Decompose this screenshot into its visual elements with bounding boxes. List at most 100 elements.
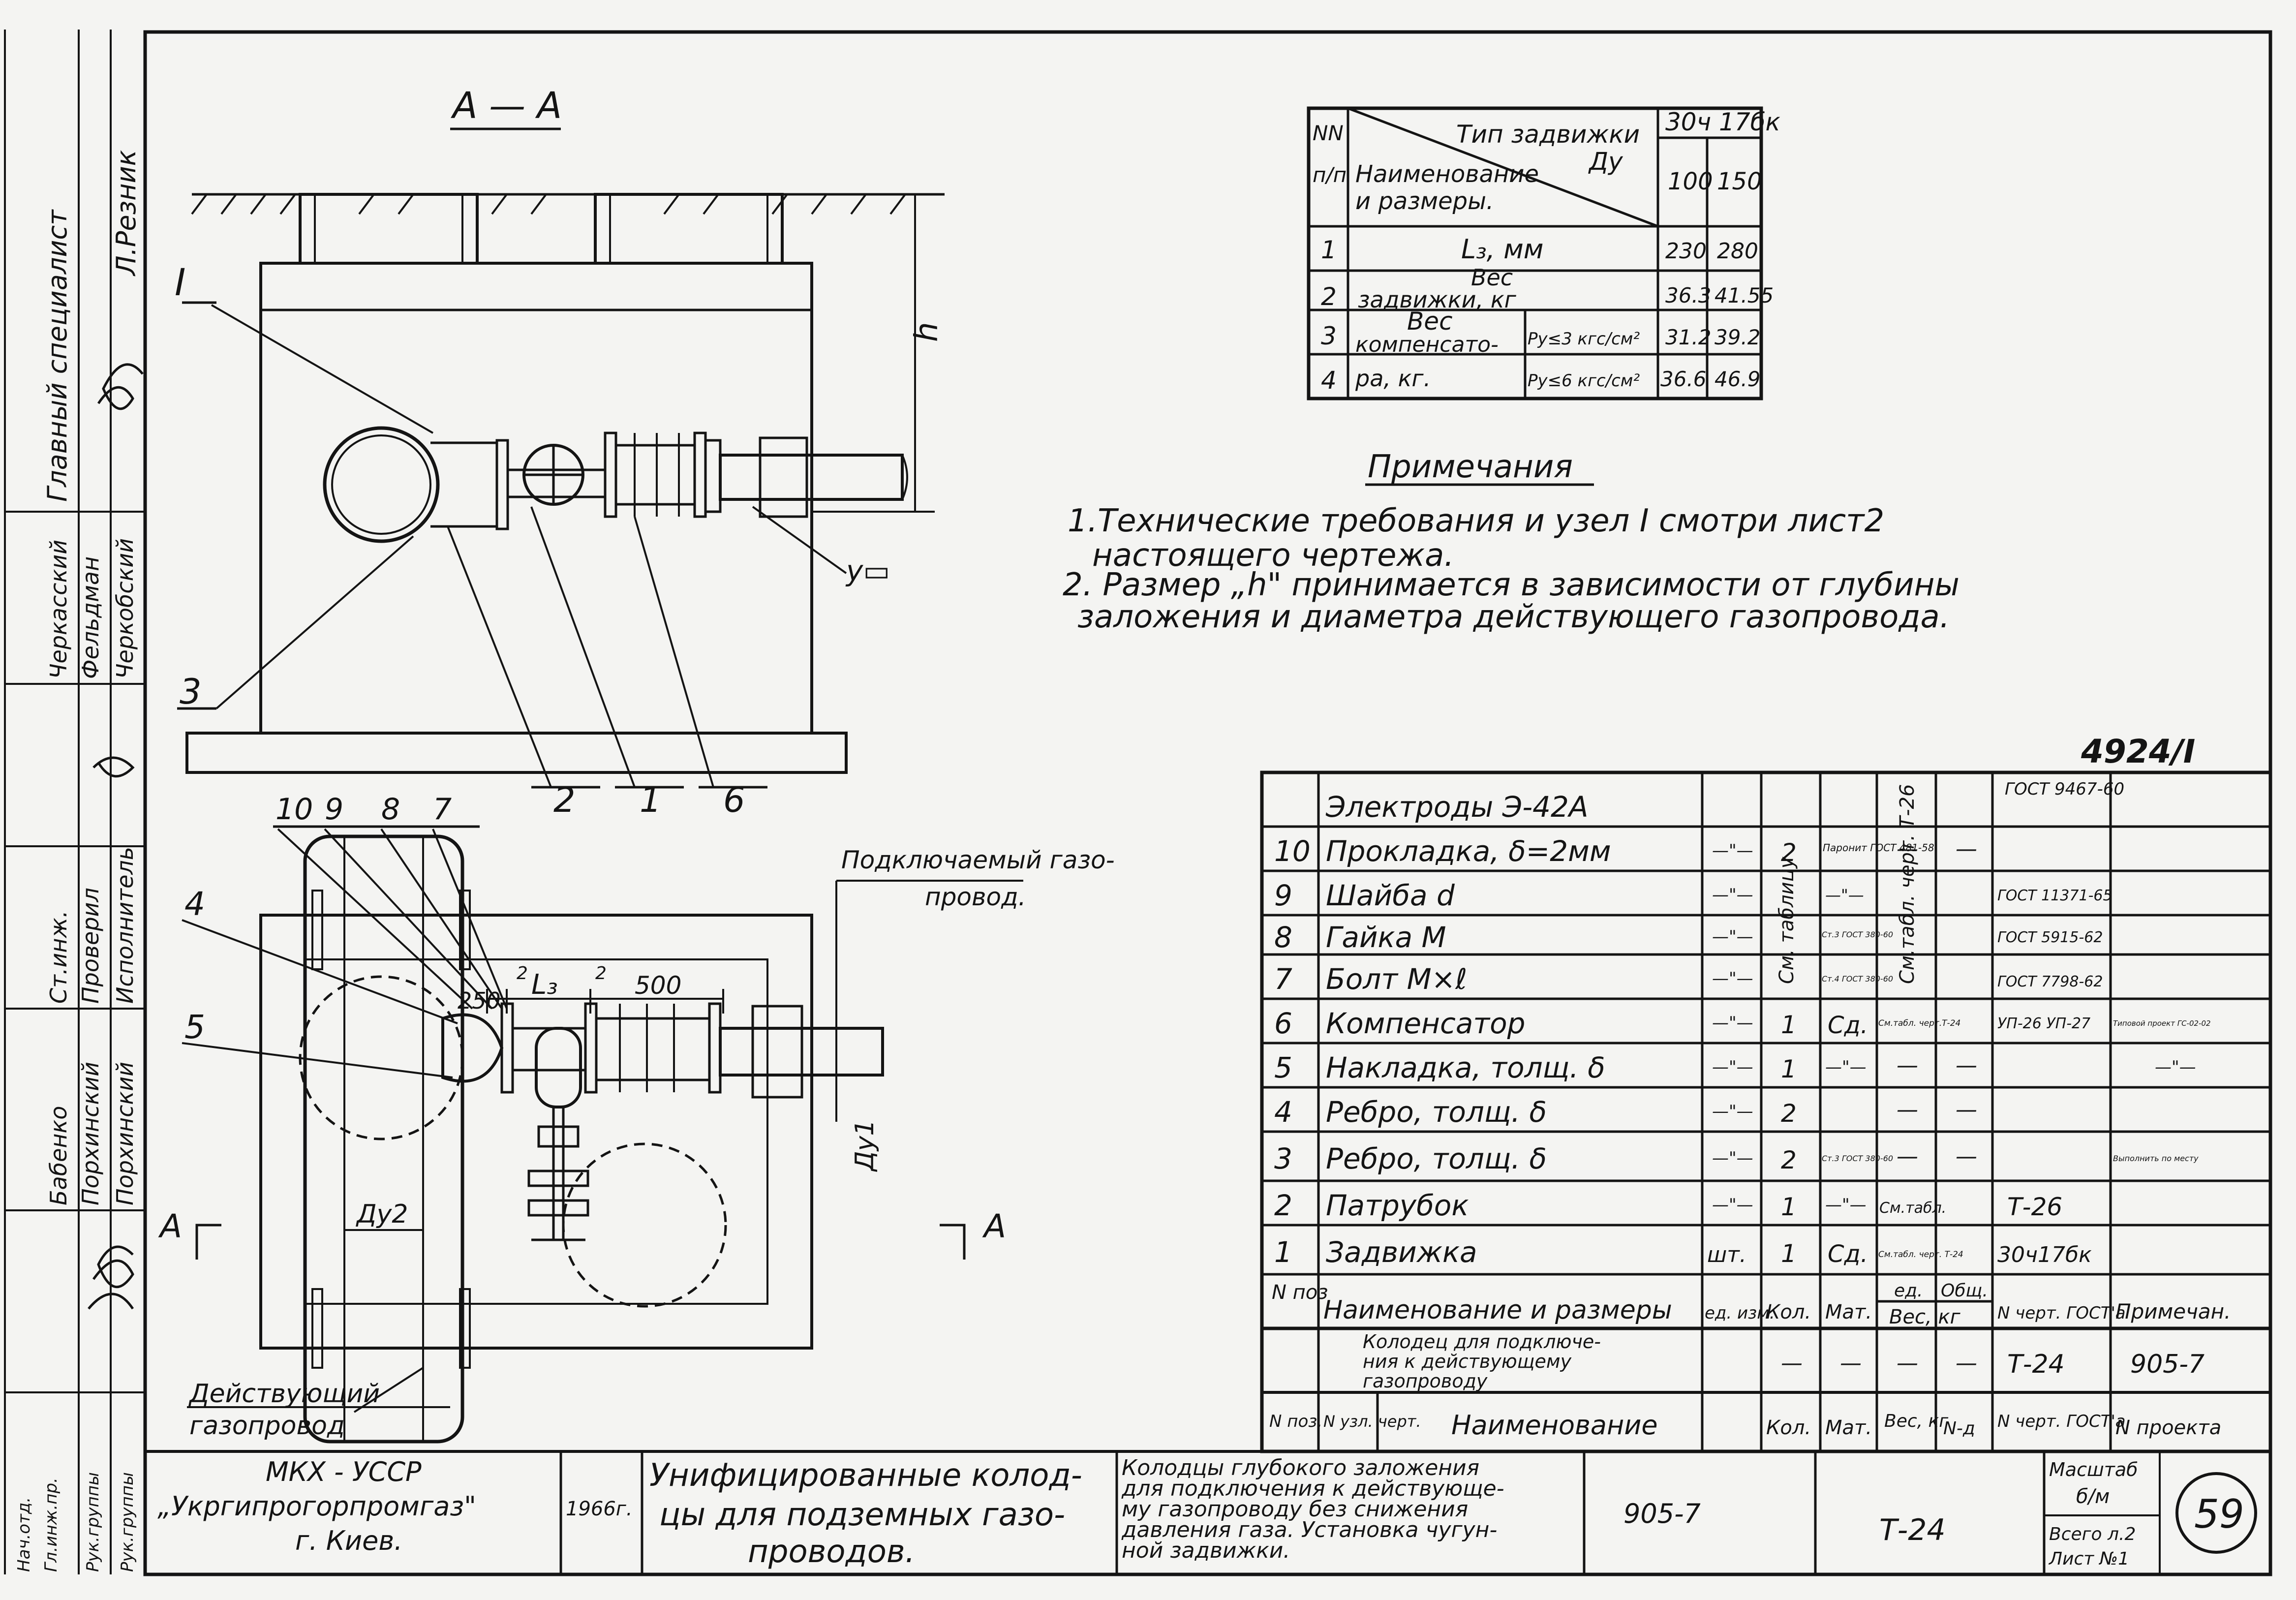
title-line-2: цы для подземных газо- [659,1497,1065,1533]
bom-merged-see-table: См. таблицу [1776,856,1798,984]
bom-row-7-pos: 4 [1274,1095,1292,1129]
spec-row4-v100: 36.6 [1660,367,1707,391]
sidebar-role-chief: Главный специалист [42,209,73,502]
spec-row2-name-2: задвижки, кг [1358,286,1517,313]
title-org-1: МКХ - УССР [266,1456,422,1487]
spec-row2-v100: 36.3 [1665,283,1712,308]
bom-row-5-doc: УП-26 УП-27 [1997,1015,2090,1032]
spec-row3-name-1: Вес [1407,307,1453,336]
sidebar-role-group-1: Рук.группы [83,1472,103,1572]
bom-hdr-w3: Вес, кг [1889,1306,1961,1328]
bom-row-8-pos: 3 [1274,1142,1292,1175]
sidebar-signatures: Главный специалист Л.Резник Черкасский Ф… [14,150,142,1572]
bom-merged-see-drawing: См.табл. черт. Т-26 [1896,784,1919,984]
bom-hdr-doc: N черт. ГОСТ'а [1997,1303,2126,1323]
bom-row-5-weight: См.табл. черт.Т-24 [1878,1018,1960,1028]
dimension-500: 500 [635,971,681,1000]
plan-view [182,825,1023,1444]
bom-row-7-name: Ребро, толщ. δ [1326,1095,1547,1129]
bom-row-6-note: —"— [2155,1057,2196,1077]
bom-hdr2-w: Вес, кг [1884,1411,1949,1431]
spec-diag-dy: Ду [1588,147,1623,176]
cut-mark-a-left: А [158,1207,182,1245]
spec-row3-name-2: компенсато- [1355,332,1499,357]
bom-hdr-unit: ед. изм. [1705,1303,1775,1323]
spec-row3-v150: 39.2 [1714,325,1761,349]
section-label-a-a: А — А [451,85,562,127]
bom-row-1-name: Прокладка, δ=2мм [1326,834,1611,868]
bom-row-3-doc: ГОСТ 5915-62 [1997,929,2103,946]
bom-assembly-note: 905-7 [2130,1350,2204,1379]
sidebar-name-cherkassky: Черкасский [45,540,72,679]
sidebar-signature-scribbles [88,363,144,1310]
title-desc-1: Колодцы глубокого заложения [1122,1455,1479,1480]
bom-row-1-pos: 10 [1274,834,1311,868]
bom-assembly-t: — [1956,1351,1977,1376]
bom-row-1-unit: —"— [1712,841,1753,861]
spec-col-num-1: NN [1313,121,1344,145]
sidebar-name-porkhinsky-1: Порхинский [77,1062,104,1205]
sidebar-name-feldman: Фельдман [77,556,104,679]
callout-4: 4 [184,885,205,923]
callout-1: 1 [640,780,662,820]
spec-row1-v150: 280 [1717,239,1758,264]
spec-row2-name-1: Вес [1471,264,1513,291]
bom-row-10-mat: Сд. [1828,1240,1868,1268]
valve-spec-table [1307,106,1763,400]
dimension-h: h [909,322,945,342]
callout-2: 2 [553,780,576,820]
spec-diag-bottom-2: и размеры. [1355,187,1494,215]
callout-detail-node-i: I [175,260,185,304]
spec-dy100: 100 [1668,168,1713,195]
bom-row-8-mat: Ст.3 ГОСТ 380-60 [1822,1154,1893,1163]
label-connected-pipe-2: провод. [925,883,1026,911]
bom-row-3-mat: Ст.3 ГОСТ 380-60 [1822,930,1893,939]
spec-row2-v150: 41.55 [1714,283,1774,308]
cut-mark-a-right: А [982,1207,1006,1245]
bom-row-2-name: Шайба d [1326,879,1455,912]
valve-spec-table-text: NN п/п Тип задвижки Ду Наименование и ра… [1313,108,1780,395]
title-block: МКХ - УССР „Укргипрогорпромгаз" г. Киев.… [157,1455,2257,1570]
sidebar-name-porkhinsky-2: Порхинский [112,1062,138,1205]
bom-assembly-name-3: газопроводу [1363,1370,1488,1392]
notes-line-4: заложения и диаметра действующего газопр… [1077,599,1950,635]
title-sheet-number: Лист №1 [2048,1549,2129,1569]
bom-row-5-name: Компенсатор [1326,1007,1525,1040]
notes-line-1: 1.Технические требования и узел I смотри… [1068,503,1884,539]
bom-row-9-mat: —"— [1825,1195,1867,1215]
spec-row4-name-1: ра, кг. [1355,365,1431,392]
spec-row3-v100: 31.2 [1665,325,1712,349]
bom-hdr-note: Примечан. [2115,1299,2231,1323]
bom-row-10-weight: См.табл. черт. Т-24 [1878,1250,1963,1260]
spec-dy150: 150 [1717,168,1762,195]
title-desc-5: ной задвижки. [1122,1538,1290,1563]
callout-10: 10 [276,792,313,827]
title-project: 905-7 [1623,1498,1701,1529]
bom-row-1-weight: — [1897,836,1918,862]
bom-row-2-mat: —"— [1825,886,1864,904]
bom-row-9-weight: См.табл. [1879,1200,1946,1217]
spec-row3-sub: Ру≤3 кгс/см² [1528,329,1640,349]
callout-7: 7 [433,792,452,827]
bom-row-5-pos: 6 [1274,1007,1292,1040]
spec-row1-v100: 230 [1665,239,1707,264]
bom-row-6-mat: —"— [1825,1057,1867,1077]
bom-hdr-w1: ед. [1894,1281,1923,1301]
dimension-y: у▭ [845,554,890,587]
dimension-l3: L₃ [531,969,558,1001]
bom-row-9-qty: 1 [1781,1193,1797,1221]
bom-row-10-pos: 1 [1274,1235,1292,1269]
bom-row-6-qty: 1 [1781,1055,1797,1083]
bom-row-10-qty: 1 [1781,1239,1797,1268]
sidebar-name-reznik: Л.Резник [111,150,142,277]
dimension-dy2: Ду2 [356,1200,408,1229]
bom-hdr2-pos: N поз. [1269,1412,1322,1431]
bom-hdr2-t: N-д [1943,1418,1975,1439]
callout-6: 6 [723,780,745,820]
dimension-250: 250 [458,987,501,1014]
sidebar-role-checked: Проверил [77,888,104,1004]
notes-line-2: настоящего чертежа. [1092,537,1454,574]
bom-hdr2-note: N проекта [2115,1416,2221,1439]
bom-row-9-doc: Т-26 [2007,1193,2062,1221]
